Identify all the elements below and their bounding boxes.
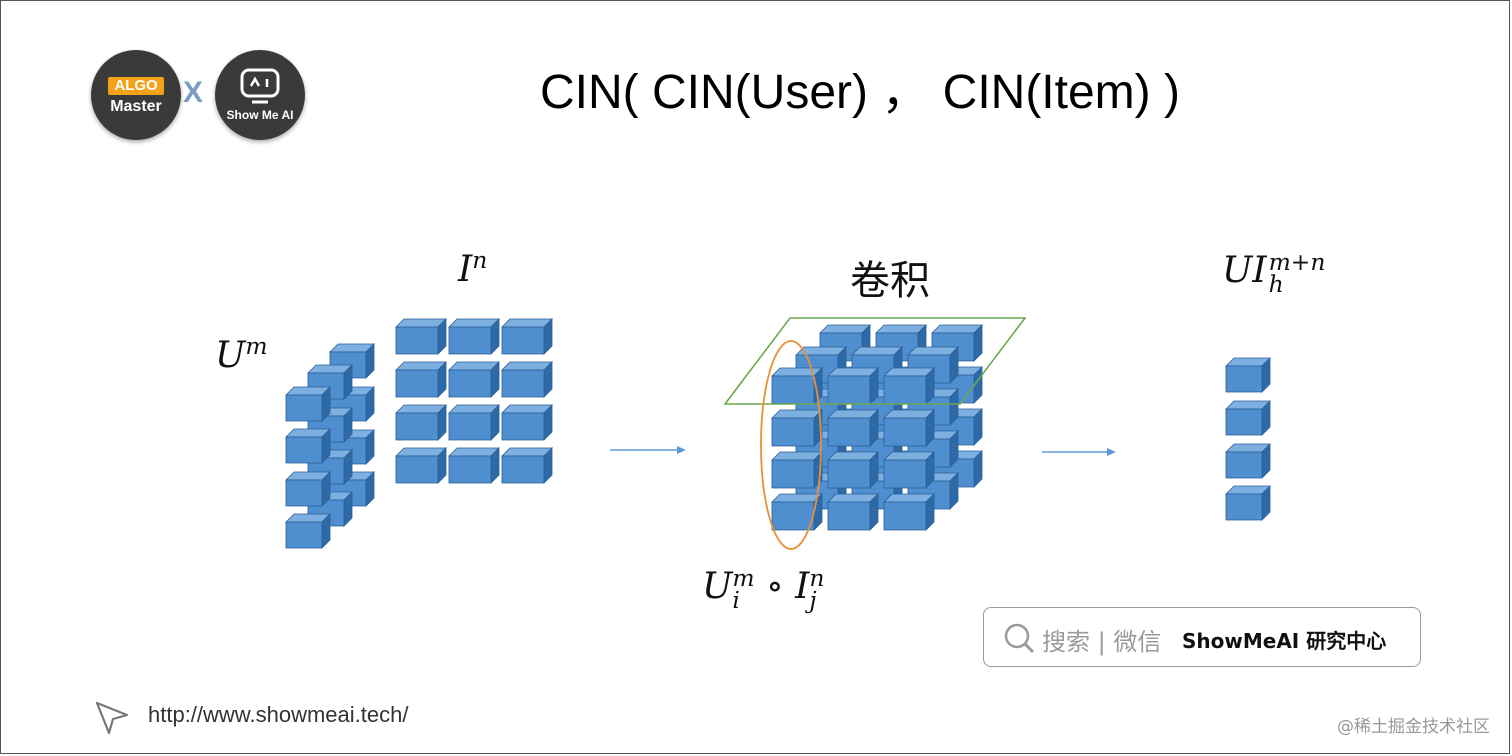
search-box[interactable]: 搜索 | 微信 ShowMeAI 研究中心: [983, 607, 1421, 667]
cube: [501, 447, 553, 484]
label-user-m: Um: [215, 332, 268, 376]
cube: [395, 361, 447, 398]
times-symbol: X: [183, 78, 203, 108]
cube: [448, 447, 500, 484]
cube: [771, 409, 823, 447]
convolution-plane: [723, 317, 1027, 405]
cube: [285, 513, 331, 549]
cube: [1225, 485, 1271, 521]
cube: [827, 451, 879, 489]
cube: [285, 471, 331, 507]
cube: [883, 367, 935, 405]
cube: [395, 404, 447, 441]
user-cube-stack: [285, 343, 375, 549]
arrow-right: [610, 446, 686, 454]
cube: [395, 318, 447, 355]
cube: [448, 318, 500, 355]
master-label: Master: [110, 98, 162, 115]
cube: [501, 318, 553, 355]
cube: [771, 493, 823, 531]
output-cube-column: [1225, 357, 1271, 521]
cube: [771, 451, 823, 489]
showmeai-logo: Show Me AI: [215, 50, 305, 140]
cube: [771, 367, 823, 405]
watermark: @稀土掘金技术社区: [1337, 717, 1490, 737]
arrow-right: [1042, 448, 1116, 456]
cube: [285, 428, 331, 464]
robot-face-icon: [240, 68, 280, 104]
cube: [883, 493, 935, 531]
cube: [827, 493, 879, 531]
cube: [1225, 357, 1271, 393]
search-brand: ShowMeAI 研究中心: [1182, 629, 1387, 653]
algo-label: ALGO: [108, 77, 164, 95]
cube: [827, 409, 879, 447]
cube: [883, 409, 935, 447]
cube: [448, 404, 500, 441]
search-icon: [1004, 623, 1035, 654]
cube: [501, 404, 553, 441]
cursor-icon: [95, 701, 129, 735]
website-link[interactable]: http://www.showmeai.tech/: [148, 702, 409, 727]
cube: [827, 367, 879, 405]
cube: [1225, 400, 1271, 436]
cube: [307, 364, 353, 400]
cube: [1225, 443, 1271, 479]
cube: [285, 386, 331, 422]
cube: [501, 361, 553, 398]
cube: [883, 451, 935, 489]
page-title: CIN( CIN(User) ， CIN(Item) ): [540, 66, 1180, 119]
cube: [448, 361, 500, 398]
algo-master-logo: ALGO Master: [91, 50, 181, 140]
label-convolution: 卷积: [850, 258, 930, 304]
slice-ellipse: [760, 340, 822, 550]
convolution-cube-block: [771, 324, 983, 531]
search-placeholder: 搜索 | 微信: [1042, 628, 1162, 656]
showmeai-label: Show Me AI: [226, 108, 294, 122]
times-x: X: [183, 76, 204, 109]
label-item-n: In: [458, 246, 488, 290]
item-cube-grid: [395, 318, 553, 484]
cube: [395, 447, 447, 484]
